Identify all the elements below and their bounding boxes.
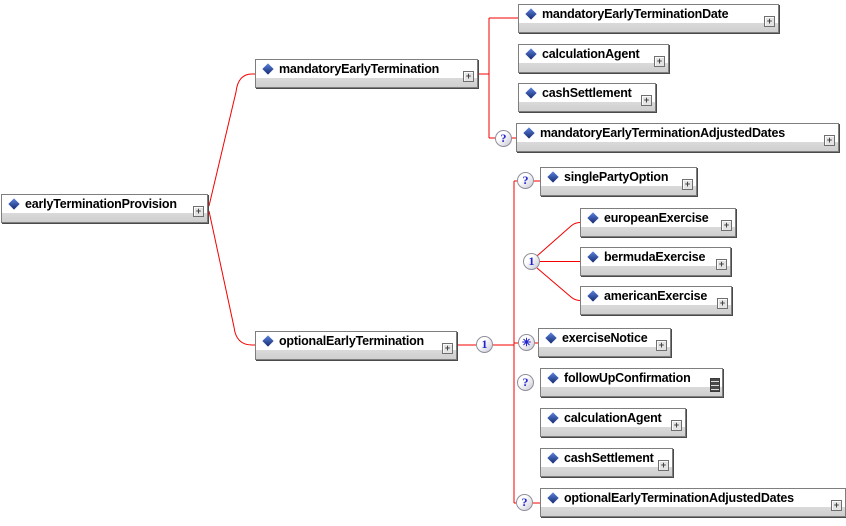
node-label: americanExercise bbox=[604, 289, 708, 303]
element-diamond-icon bbox=[547, 372, 559, 384]
expand-icon[interactable]: + bbox=[442, 343, 453, 354]
node-label: europeanExercise bbox=[604, 211, 709, 225]
element-diamond-icon bbox=[587, 212, 599, 224]
element-diamond-icon bbox=[525, 48, 537, 60]
optional-marker-singlePartyOption: ? bbox=[517, 172, 534, 189]
element-diamond-icon bbox=[547, 412, 559, 424]
node-mandatoryEarlyTerminationAdjustedDates[interactable]: mandatoryEarlyTerminationAdjustedDates + bbox=[516, 123, 839, 152]
element-diamond-icon bbox=[547, 171, 559, 183]
expand-icon[interactable]: + bbox=[671, 420, 682, 431]
node-cashSettlement-optional[interactable]: cashSettlement + bbox=[540, 448, 673, 477]
node-label: optionalEarlyTermination bbox=[279, 334, 424, 348]
node-europeanExercise[interactable]: europeanExercise + bbox=[580, 208, 736, 237]
expand-icon[interactable]: + bbox=[654, 56, 665, 67]
node-americanExercise[interactable]: americanExercise + bbox=[580, 286, 732, 315]
node-label: earlyTerminationProvision bbox=[25, 197, 177, 211]
element-diamond-icon bbox=[587, 251, 599, 263]
node-label: mandatoryEarlyTermination bbox=[279, 62, 440, 76]
element-diamond-icon bbox=[523, 127, 535, 139]
expand-icon[interactable]: + bbox=[831, 500, 842, 511]
element-diamond-icon bbox=[525, 8, 537, 20]
node-label: cashSettlement bbox=[542, 86, 632, 100]
element-diamond-icon bbox=[525, 87, 537, 99]
repeat-marker-exerciseNotice: ✳ bbox=[518, 334, 535, 351]
expand-icon[interactable]: + bbox=[824, 135, 835, 146]
node-label: mandatoryEarlyTerminationDate bbox=[542, 7, 729, 21]
node-exerciseNotice[interactable]: exerciseNotice + bbox=[538, 328, 671, 357]
sequence-marker-optionalEarlyTermination: 1 bbox=[476, 336, 493, 353]
expand-icon[interactable]: + bbox=[721, 220, 732, 231]
node-calculationAgent-mandatory[interactable]: calculationAgent + bbox=[518, 44, 669, 73]
node-label: mandatoryEarlyTerminationAdjustedDates bbox=[540, 126, 786, 140]
node-followUpConfirmation[interactable]: followUpConfirmation bbox=[540, 368, 723, 397]
choice-marker-exercise: 1 bbox=[523, 253, 540, 270]
node-optionalEarlyTerminationAdjustedDates[interactable]: optionalEarlyTerminationAdjustedDates + bbox=[540, 488, 846, 517]
node-calculationAgent-optional[interactable]: calculationAgent + bbox=[540, 408, 686, 437]
element-diamond-icon bbox=[262, 63, 274, 75]
annotation-icon bbox=[710, 378, 720, 392]
optional-marker-optionalAdjustedDates: ? bbox=[516, 494, 533, 511]
element-diamond-icon bbox=[547, 492, 559, 504]
element-diamond-icon bbox=[8, 198, 20, 210]
expand-icon[interactable]: + bbox=[764, 16, 775, 27]
expand-icon[interactable]: + bbox=[193, 206, 204, 217]
node-label: singlePartyOption bbox=[564, 170, 669, 184]
node-bermudaExercise[interactable]: bermudaExercise + bbox=[580, 247, 731, 276]
element-diamond-icon bbox=[587, 290, 599, 302]
node-mandatoryEarlyTerminationDate[interactable]: mandatoryEarlyTerminationDate + bbox=[518, 4, 779, 33]
node-mandatoryEarlyTermination[interactable]: mandatoryEarlyTermination + bbox=[255, 59, 478, 88]
expand-icon[interactable]: + bbox=[656, 340, 667, 351]
expand-icon[interactable]: + bbox=[716, 259, 727, 270]
node-label: optionalEarlyTerminationAdjustedDates bbox=[564, 491, 794, 505]
expand-icon[interactable]: + bbox=[658, 460, 669, 471]
node-label: calculationAgent bbox=[564, 411, 662, 425]
element-diamond-icon bbox=[262, 335, 274, 347]
node-earlyTerminationProvision[interactable]: earlyTerminationProvision + bbox=[1, 194, 208, 223]
expand-icon[interactable]: + bbox=[717, 298, 728, 309]
node-label: cashSettlement bbox=[564, 451, 654, 465]
expand-icon[interactable]: + bbox=[682, 179, 693, 190]
node-label: bermudaExercise bbox=[604, 250, 706, 264]
node-label: followUpConfirmation bbox=[564, 371, 691, 385]
expand-icon[interactable]: + bbox=[463, 71, 474, 82]
node-cashSettlement-mandatory[interactable]: cashSettlement + bbox=[518, 83, 656, 112]
expand-icon[interactable]: + bbox=[641, 95, 652, 106]
optional-marker-mandatoryAdjustedDates: ? bbox=[495, 130, 512, 147]
element-diamond-icon bbox=[545, 332, 557, 344]
node-label: calculationAgent bbox=[542, 47, 640, 61]
element-diamond-icon bbox=[547, 452, 559, 464]
node-singlePartyOption[interactable]: singlePartyOption + bbox=[540, 167, 697, 196]
optional-marker-followUpConfirmation: ? bbox=[517, 374, 534, 391]
node-optionalEarlyTermination[interactable]: optionalEarlyTermination + bbox=[255, 331, 457, 360]
node-label: exerciseNotice bbox=[562, 331, 648, 345]
